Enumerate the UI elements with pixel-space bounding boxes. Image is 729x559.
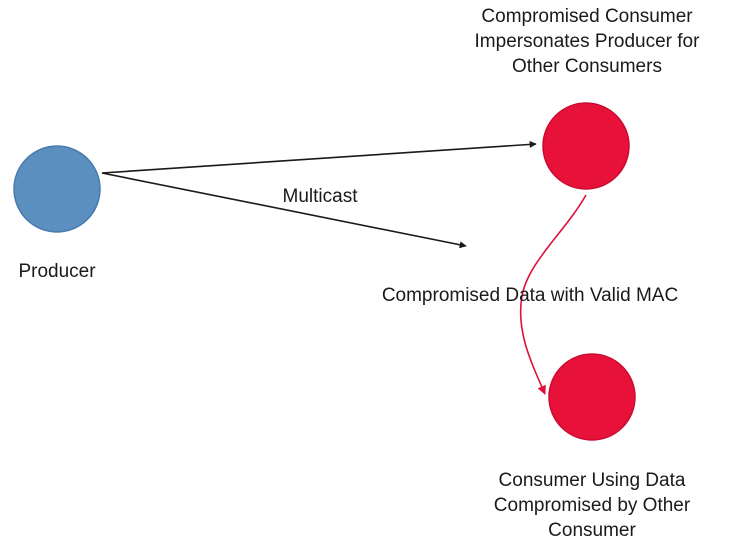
compromised-consumer-label: Compromised Consumer Impersonates Produc… <box>437 4 729 79</box>
multicast-arrow-to-compromised-consumer <box>101 140 537 174</box>
compromised-data-label: Compromised Data with Valid MAC <box>381 285 679 306</box>
compromised-consumer-label-line: Other Consumers <box>512 56 662 77</box>
victim-consumer-label-line: Consumer Using Data <box>498 470 686 491</box>
producer-node <box>13 145 101 233</box>
victim-consumer-label-line: Compromised by Other <box>493 495 691 516</box>
compromised-consumer-label-line: Impersonates Producer for <box>474 31 700 52</box>
compromised-consumer-label-line: Compromised Consumer <box>481 6 693 27</box>
producer-label: Producer <box>18 261 96 282</box>
victim-consumer-node <box>548 353 636 441</box>
multicast-arrow-to-other-consumers <box>101 172 467 249</box>
multicast-label: Multicast <box>282 186 358 207</box>
compromised-data-arrow <box>519 194 587 395</box>
victim-consumer-label-line: Consumer <box>548 520 636 541</box>
compromised-consumer-node <box>542 102 630 190</box>
victim-consumer-label: Consumer Using Data Compromised by Other… <box>442 468 729 543</box>
